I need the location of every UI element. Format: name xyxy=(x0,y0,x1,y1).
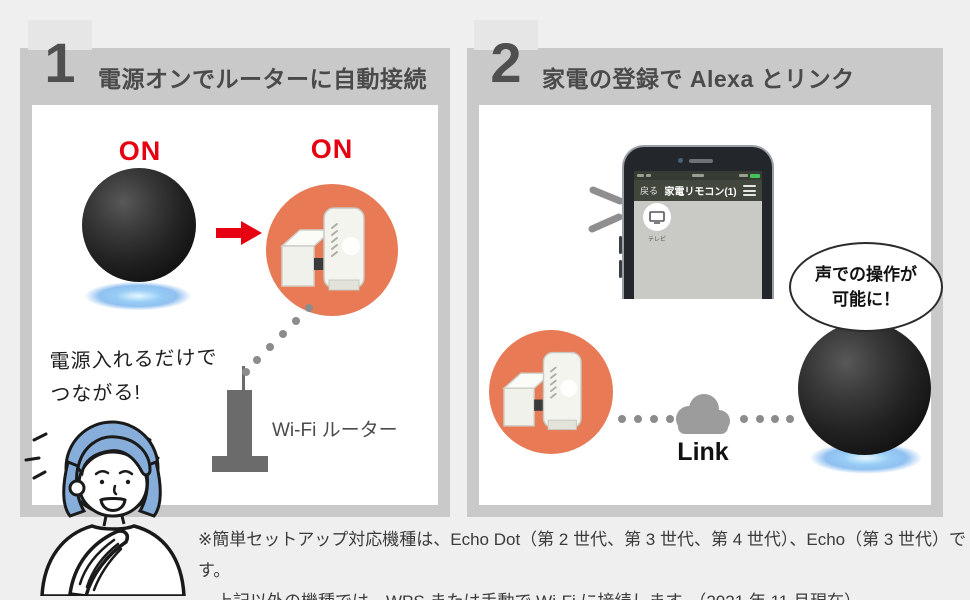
speaker-slot-icon xyxy=(689,159,713,163)
echo-dot-speaker xyxy=(82,168,196,282)
panel2-title: 家電の登録で Alexa とリンク xyxy=(542,65,855,92)
phone-status-bar xyxy=(634,171,762,180)
dotted-line-dot xyxy=(253,356,261,364)
dotted-line-dot xyxy=(305,304,313,312)
echo-dot-speaker xyxy=(798,322,931,455)
smartphone: 戻る 家電リモコン(1) テレビ xyxy=(622,145,774,299)
app-header-bar: 戻る 家電リモコン(1) xyxy=(634,180,762,201)
echo-dot-glow xyxy=(64,276,212,316)
panel1-step-number: 1 xyxy=(44,31,76,94)
back-button: 戻る xyxy=(640,186,659,196)
appliance-tile-label: テレビ xyxy=(647,237,666,243)
panel2-step-tab xyxy=(474,20,538,50)
speech-bubble: 声での操作が 可能に！ xyxy=(789,242,943,332)
hamburger-menu-icon xyxy=(743,185,756,196)
dotted-line-dot xyxy=(666,415,674,423)
cloud-icon xyxy=(676,394,730,434)
handwritten-note: 電源入れるだけで つながる! xyxy=(49,342,219,412)
carrier-signal-icon xyxy=(637,174,644,177)
router-label: Wi-Fi ルーター xyxy=(272,420,398,441)
wifi-router-icon xyxy=(212,366,268,472)
panel1-title: 電源オンでルーターに自動接続 xyxy=(98,65,427,92)
battery-percent-readout xyxy=(739,174,748,177)
dotted-line-dot xyxy=(771,415,779,423)
dotted-line-dot xyxy=(740,415,748,423)
smart-remote-device xyxy=(489,330,613,454)
phone-volume-button xyxy=(619,260,622,278)
footnote-line1: ※簡単セットアップ対応機種は、Echo Dot（第 2 世代、第 3 世代、第 … xyxy=(198,530,967,580)
speech-bubble-line2: 可能に！ xyxy=(832,290,900,309)
phone-volume-button xyxy=(619,236,622,254)
handwritten-note-line2: つながる! xyxy=(50,381,142,407)
dotted-line-dot xyxy=(242,368,250,376)
panel2-step-number: 2 xyxy=(490,31,522,94)
dotted-line-dot xyxy=(266,343,274,351)
phone-screen: 戻る 家電リモコン(1) テレビ xyxy=(634,171,762,299)
echo-on-label: ON xyxy=(118,136,162,166)
handwritten-note-line1: 電源入れるだけで xyxy=(49,346,218,374)
wifi-status-icon xyxy=(646,174,651,177)
speech-bubble-line1: 声での操作が xyxy=(815,265,917,284)
woman-illustration xyxy=(24,420,186,596)
arrow-right-icon xyxy=(216,221,262,245)
app-title: 家電リモコン(1) xyxy=(664,187,737,198)
smart-remote-device xyxy=(266,184,398,316)
battery-icon xyxy=(750,173,760,178)
tv-icon xyxy=(649,210,665,224)
dotted-line-dot xyxy=(634,415,642,423)
dotted-line-dot xyxy=(756,415,764,423)
dotted-line-dot xyxy=(279,330,287,338)
emphasis-dashes xyxy=(588,186,624,233)
dotted-line-dot xyxy=(292,317,300,325)
dotted-line-dot xyxy=(786,415,794,423)
footnote-line2: 上記以外の機種では、WPS または手動で Wi-Fi に接続します。（2021 … xyxy=(198,586,970,600)
panel1-step-tab xyxy=(28,20,92,50)
dotted-line-dot xyxy=(650,415,658,423)
clock-readout xyxy=(692,174,704,177)
camera-icon xyxy=(678,158,683,163)
footnote: ※簡単セットアップ対応機種は、Echo Dot（第 2 世代、第 3 世代、第 … xyxy=(198,524,970,600)
dotted-line-dot xyxy=(618,415,626,423)
link-label: Link xyxy=(677,438,729,466)
appliance-tile xyxy=(643,203,671,231)
device-on-label: ON xyxy=(310,134,354,164)
